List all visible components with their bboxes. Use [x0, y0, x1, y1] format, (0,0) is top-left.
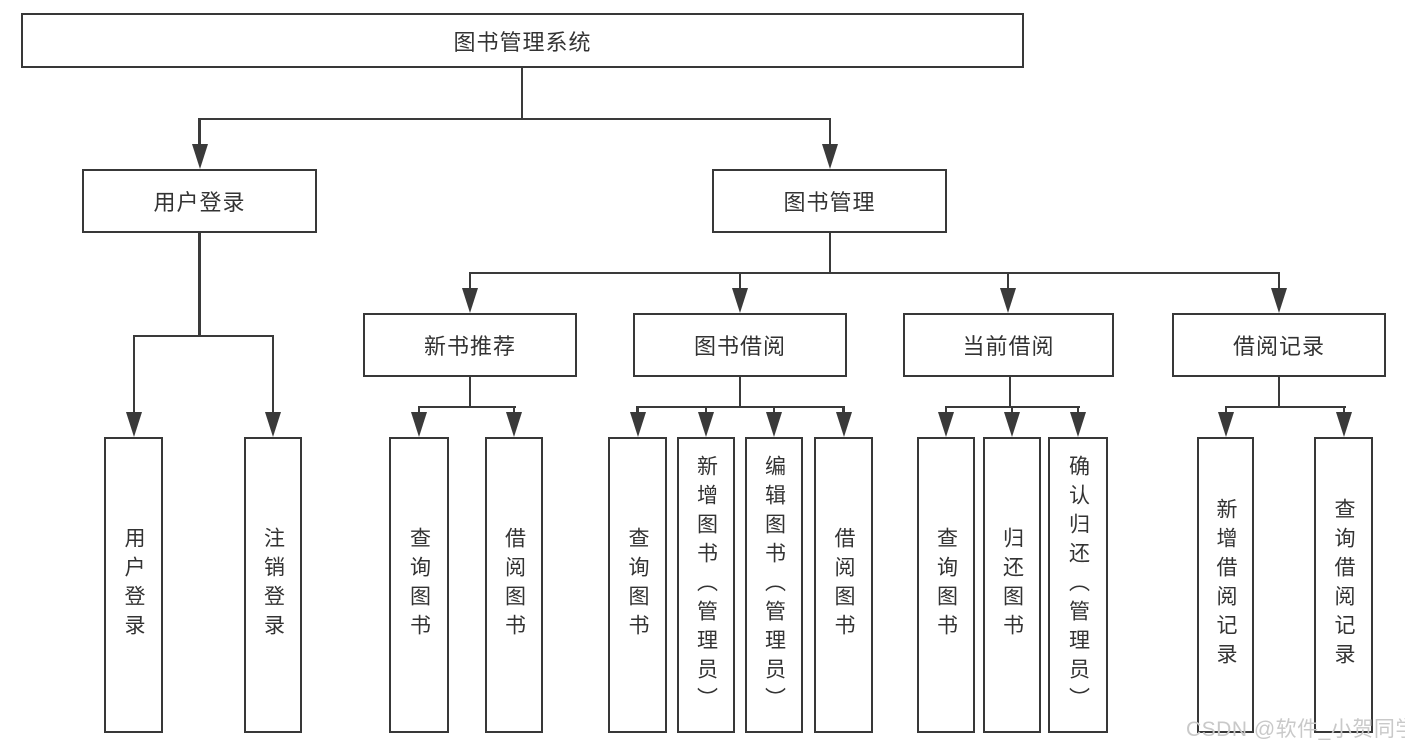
node-book-borrowing-label: 图书借阅: [693, 334, 786, 359]
arrowhead-down-icon: [265, 412, 281, 437]
connector-line: [468, 271, 1280, 275]
connector-line: [1006, 271, 1010, 292]
node-new-book-recommend-label: 新书推荐: [423, 334, 516, 359]
leaf-user-login-label: 用户登录: [122, 527, 145, 643]
leaf-query-books-1: 查询图书: [389, 437, 449, 733]
leaf-query-books-3-label: 查询图书: [934, 527, 958, 643]
connector-line: [1224, 405, 1228, 418]
node-borrow-records-label: 借阅记录: [1232, 334, 1325, 359]
connector-line: [271, 334, 275, 417]
node-book-borrowing: 图书借阅: [633, 313, 847, 377]
arrowhead-down-icon: [732, 288, 748, 313]
connector-line: [198, 117, 831, 121]
connector-line: [636, 405, 845, 409]
watermark-text: CSDN @软件_小贺同学: [1186, 718, 1405, 741]
leaf-logout-label: 注销登录: [261, 527, 285, 643]
arrowhead-down-icon: [1271, 288, 1287, 313]
leaf-return-books: 归还图书: [983, 437, 1041, 733]
connector-line: [1008, 377, 1012, 406]
connector-line: [738, 271, 742, 292]
connector-line: [520, 68, 524, 119]
connector-line: [636, 405, 639, 418]
connector-line: [512, 405, 516, 418]
arrowhead-down-icon: [698, 412, 714, 437]
leaf-query-borrow-record: 查询借阅记录: [1314, 437, 1373, 733]
arrowhead-down-icon: [938, 412, 954, 437]
leaf-edit-books-admin-label: 编辑图书（管理员）: [762, 454, 786, 716]
leaf-query-borrow-record-label: 查询借阅记录: [1332, 498, 1355, 672]
node-current-borrowing-label: 当前借阅: [962, 334, 1055, 359]
arrowhead-down-icon: [1218, 412, 1234, 437]
connector-line: [132, 334, 136, 417]
arrowhead-down-icon: [126, 412, 142, 437]
node-user-login: 用户登录: [82, 169, 317, 233]
connector-line: [1224, 405, 1346, 409]
node-current-borrowing: 当前借阅: [903, 313, 1114, 377]
node-book-management-label: 图书管理: [783, 190, 876, 215]
arrowhead-down-icon: [191, 144, 208, 169]
connector-line: [842, 405, 845, 418]
leaf-query-books-1-label: 查询图书: [407, 527, 431, 643]
connector-line: [1342, 405, 1346, 418]
connector-line: [704, 405, 708, 418]
leaf-add-books-admin-label: 新增图书（管理员）: [694, 454, 718, 716]
leaf-return-books-label: 归还图书: [1000, 527, 1024, 643]
connector-line: [132, 334, 274, 338]
connector-line: [198, 233, 201, 336]
node-book-management: 图书管理: [712, 169, 947, 233]
node-new-book-recommend: 新书推荐: [363, 313, 577, 377]
leaf-add-books-admin: 新增图书（管理员）: [677, 437, 735, 733]
leaf-borrow-books-2: 借阅图书: [814, 437, 873, 733]
connector-line: [944, 405, 948, 418]
connector-line: [468, 271, 472, 292]
leaf-confirm-return-admin: 确认归还（管理员）: [1048, 437, 1108, 733]
node-root: 图书管理系统: [21, 13, 1024, 68]
leaf-query-books-3: 查询图书: [917, 437, 975, 733]
connector-line: [1277, 377, 1281, 406]
arrowhead-down-icon: [1336, 412, 1352, 437]
node-borrow-records: 借阅记录: [1172, 313, 1386, 377]
connector-line: [738, 377, 742, 406]
connector-line: [468, 377, 472, 406]
leaf-user-login: 用户登录: [104, 437, 163, 733]
leaf-borrow-books-1: 借阅图书: [485, 437, 543, 733]
leaf-edit-books-admin: 编辑图书（管理员）: [745, 437, 803, 733]
connector-line: [198, 117, 201, 148]
arrowhead-down-icon: [629, 412, 646, 437]
leaf-add-borrow-record-label: 新增借阅记录: [1214, 498, 1237, 672]
connector-line: [1076, 405, 1080, 418]
leaf-borrow-books-2-label: 借阅图书: [832, 527, 855, 643]
arrowhead-down-icon: [506, 412, 522, 437]
connector-line: [1277, 271, 1281, 292]
node-user-login-label: 用户登录: [153, 190, 246, 215]
arrowhead-down-icon: [835, 412, 852, 437]
leaf-query-books-2: 查询图书: [608, 437, 667, 733]
connector-line: [828, 117, 832, 148]
leaf-borrow-books-1-label: 借阅图书: [502, 527, 526, 643]
connector-line: [828, 233, 832, 273]
arrowhead-down-icon: [1000, 288, 1016, 313]
node-root-label: 图书管理系统: [453, 29, 592, 55]
arrowhead-down-icon: [462, 288, 478, 313]
leaf-query-books-2-label: 查询图书: [626, 527, 649, 643]
leaf-add-borrow-record: 新增借阅记录: [1197, 437, 1254, 733]
connector-line: [1010, 405, 1014, 418]
arrowhead-down-icon: [1004, 412, 1020, 437]
arrowhead-down-icon: [822, 144, 838, 169]
arrowhead-down-icon: [1070, 412, 1086, 437]
leaf-confirm-return-admin-label: 确认归还（管理员）: [1066, 454, 1090, 716]
connector-line: [772, 405, 776, 418]
arrowhead-down-icon: [411, 412, 427, 437]
arrowhead-down-icon: [766, 412, 782, 437]
connector-line: [417, 405, 516, 409]
connector-line: [417, 405, 421, 418]
leaf-logout: 注销登录: [244, 437, 302, 733]
